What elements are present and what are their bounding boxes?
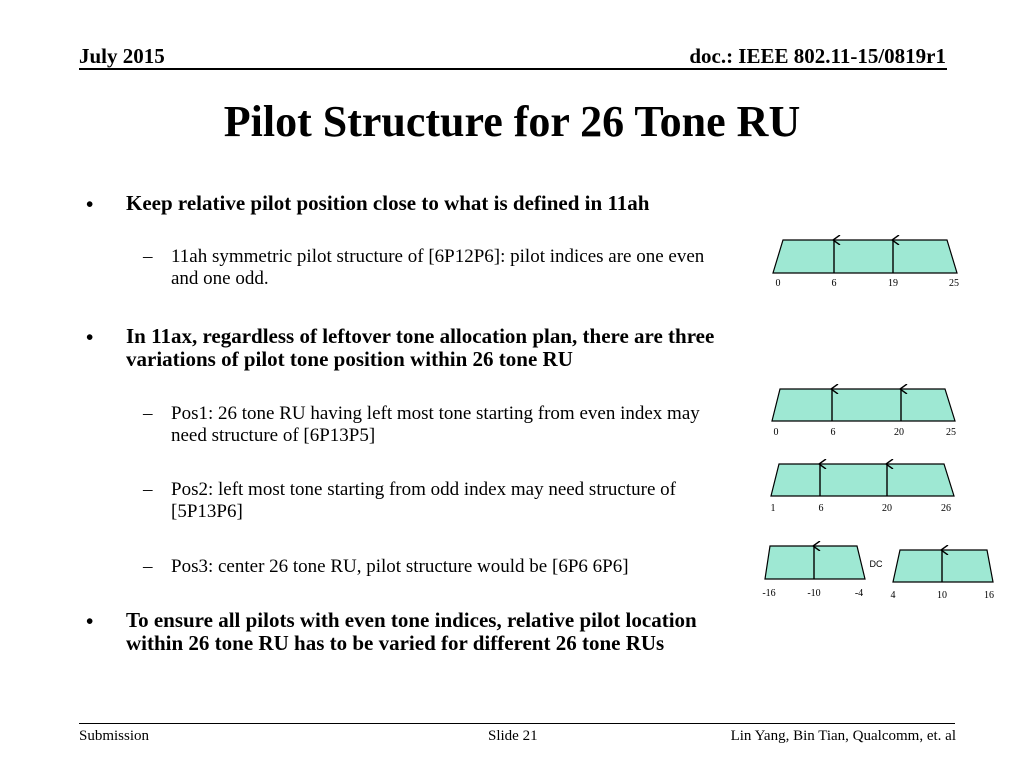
header-doc-id: doc.: IEEE 802.11-15/0819r1 [689, 44, 946, 68]
header-date: July 2015 [79, 44, 165, 68]
bullet-text-1: Keep relative pilot position close to wh… [126, 191, 650, 215]
bullet-text-2: In 11ax, regardless of leftover tone all… [126, 324, 715, 371]
tick-pos1-2: 20 [894, 427, 904, 438]
tick-11ah-0: 0 [776, 278, 781, 289]
tick-pos2-3: 26 [941, 503, 951, 514]
tick-pos3-left-2: -4 [855, 588, 863, 599]
sub-text-2-3: Pos3: center 26 tone RU, pilot structure… [171, 556, 629, 577]
bullet-text-3: To ensure all pilots with even tone indi… [126, 608, 697, 655]
tick-pos1-0: 0 [774, 427, 779, 438]
bullet-marker-1: • [86, 192, 94, 216]
footer-submission: Submission [79, 728, 150, 744]
bullet-marker-2: • [86, 325, 94, 349]
tick-11ah-2: 19 [888, 278, 898, 289]
tick-pos1-1: 6 [831, 427, 836, 438]
dc-label: DC [870, 559, 883, 569]
bullet-marker-3: • [86, 609, 94, 633]
tick-pos3-right-0: 4 [891, 590, 896, 601]
tick-pos2-0: 1 [771, 503, 776, 514]
sub-dash-1-1: – [143, 246, 153, 267]
tick-pos3-left-0: -16 [762, 588, 775, 599]
sub-dash-2-3: – [143, 556, 153, 577]
slide-title: Pilot Structure for 26 Tone RU [223, 97, 801, 146]
tick-pos3-left-1: -10 [807, 588, 820, 599]
diagram-pos1: 0 6 20 25 [771, 388, 956, 438]
ru-block-pos3-right [892, 549, 994, 583]
sub-dash-2-2: – [143, 479, 153, 500]
sub-text-2-1: Pos1: 26 tone RU having left most tone s… [171, 403, 700, 446]
ru-block-pos3-left [764, 545, 866, 580]
ru-block-11ah [772, 239, 958, 274]
sub-dash-2-1: – [143, 403, 153, 424]
diagram-pos2: 1 6 20 26 [770, 463, 955, 514]
ru-block-pos2 [770, 463, 955, 497]
tick-pos3-right-1: 10 [937, 590, 947, 601]
diagram-11ah: 0 6 19 25 [772, 239, 959, 289]
tick-11ah-3: 25 [949, 278, 959, 289]
tick-pos1-3: 25 [946, 427, 956, 438]
footer-authors: Lin Yang, Bin Tian, Qualcomm, et. al [730, 728, 956, 744]
sub-text-1-1: 11ah symmetric pilot structure of [6P12P… [171, 246, 705, 289]
tick-pos2-2: 20 [882, 503, 892, 514]
tick-pos3-right-2: 16 [984, 590, 994, 601]
tick-11ah-1: 6 [832, 278, 837, 289]
footer-rule [79, 723, 955, 724]
sub-text-2-2: Pos2: left most tone starting from odd i… [171, 479, 676, 522]
tick-pos2-1: 6 [819, 503, 824, 514]
ru-block-pos1 [771, 388, 956, 422]
header-rule [79, 68, 947, 70]
diagram-pos3: DC -16 -10 -4 4 10 16 [762, 546, 994, 601]
footer-slide-number: Slide 21 [488, 728, 538, 744]
